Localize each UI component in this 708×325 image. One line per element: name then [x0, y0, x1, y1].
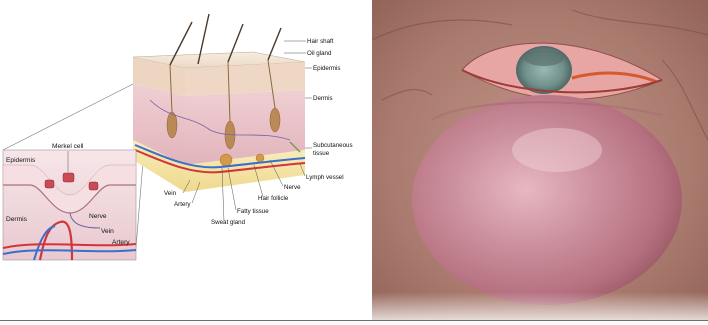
inset-label-nerve: Nerve [89, 213, 107, 220]
merkel-cell-inset: Merkel cell Epidermis Dermis Nerve Vein … [3, 143, 136, 260]
label-lymph-vessel: Lymph vessel [306, 174, 344, 181]
inset-label-vein: Vein [101, 228, 114, 235]
label-oil-gland: Oil gland [307, 50, 332, 57]
callout-line [3, 83, 135, 150]
label-fatty-tissue: Fatty tissue [237, 208, 269, 215]
photo-fade [372, 292, 708, 320]
label-vein: Vein [164, 190, 177, 197]
clinical-photo-svg [372, 0, 708, 320]
label-artery: Artery [174, 201, 191, 208]
inset-label-merkel-cell: Merkel cell [52, 143, 84, 150]
skin-diagram-svg: Hair shaft Oil gland Epidermis Dermis Su… [0, 0, 368, 320]
label-sweat-gland: Sweat gland [211, 219, 246, 226]
label-hair-shaft: Hair shaft [307, 38, 334, 45]
label-subcutaneous: Subcutaneous [313, 142, 353, 149]
label-nerve: Nerve [284, 184, 301, 191]
label-epidermis: Epidermis [313, 65, 341, 72]
lesion-highlight [512, 128, 602, 172]
label-dermis: Dermis [313, 95, 333, 102]
inset-label-artery: Artery [112, 239, 130, 246]
inset-label-epidermis: Epidermis [6, 157, 36, 164]
clinical-photo [372, 0, 708, 320]
inset-label-dermis: Dermis [6, 216, 28, 223]
label-subcutaneous-tissue: tissue [313, 150, 330, 157]
label-hair-follicle: Hair follicle [258, 195, 289, 202]
eyelid-lesion [412, 95, 682, 305]
skin-anatomy-diagram: Hair shaft Oil gland Epidermis Dermis Su… [0, 0, 368, 320]
